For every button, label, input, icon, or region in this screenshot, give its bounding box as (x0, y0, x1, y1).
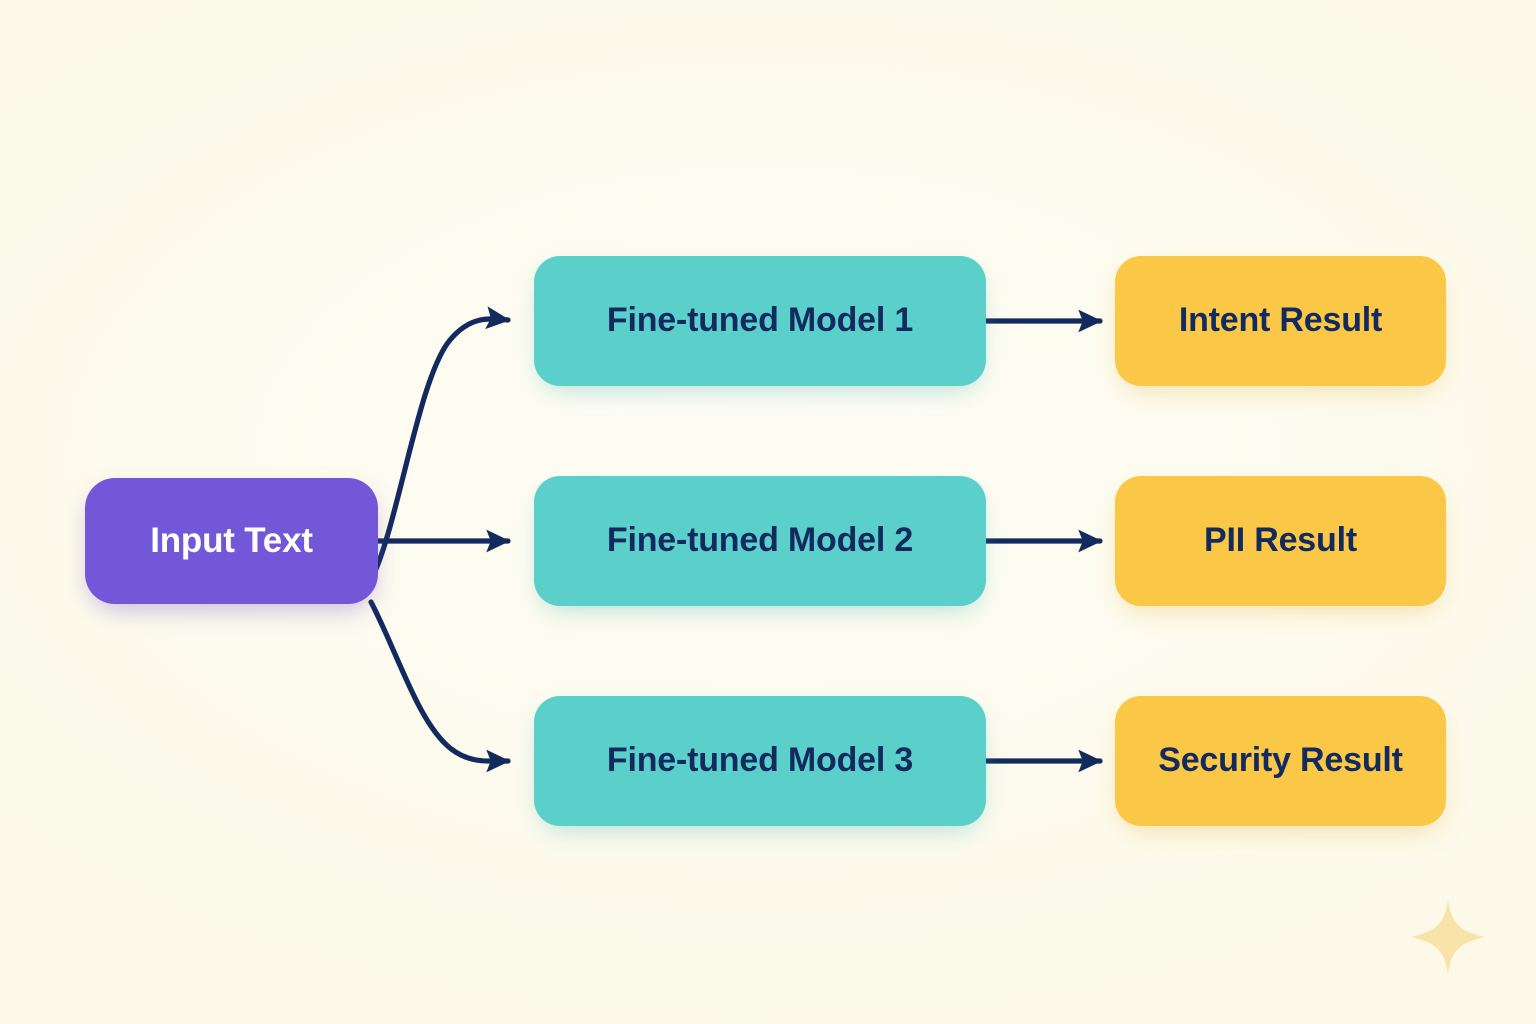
edge-input-to-model-3 (368, 599, 511, 773)
node-fine-tuned-model-3[interactable]: Fine-tuned Model 3 (534, 696, 986, 826)
node-intent-result[interactable]: Intent Result (1115, 256, 1446, 386)
node-fine-tuned-model-1-label: Fine-tuned Model 1 (606, 301, 914, 340)
node-pii-result-label: PII Result (1204, 521, 1357, 560)
node-input-text[interactable]: Input Text (85, 478, 378, 604)
node-input-text-label: Input Text (150, 520, 313, 560)
edge-input-to-model-1 (368, 306, 511, 583)
node-security-result[interactable]: Security Result (1115, 696, 1446, 826)
node-fine-tuned-model-2[interactable]: Fine-tuned Model 2 (534, 476, 986, 606)
node-pii-result[interactable]: PII Result (1115, 476, 1446, 606)
node-intent-result-label: Intent Result (1178, 301, 1383, 340)
node-fine-tuned-model-2-label: Fine-tuned Model 2 (606, 521, 914, 560)
node-fine-tuned-model-1[interactable]: Fine-tuned Model 1 (534, 256, 986, 386)
node-security-result-label: Security Result (1158, 741, 1403, 780)
node-fine-tuned-model-3-label: Fine-tuned Model 3 (606, 741, 914, 780)
